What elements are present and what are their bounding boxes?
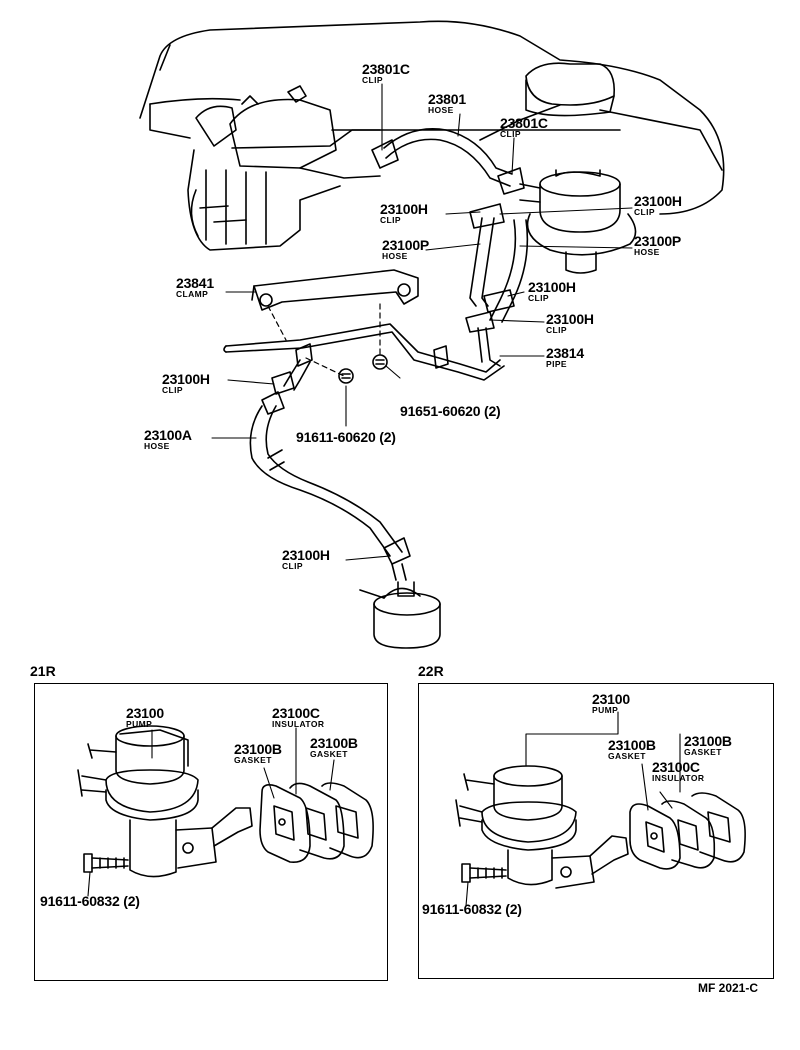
- part-number: 23100B: [234, 741, 282, 757]
- callout-hose-23100p-left: 23100P HOSE: [382, 238, 429, 261]
- part-description: INSULATOR: [652, 773, 705, 783]
- callout-21r-bolt: 91611-60832 (2): [40, 894, 140, 908]
- part-number: 23814: [546, 345, 584, 361]
- callout-clip-23100h-d: 23100H CLIP: [546, 312, 594, 335]
- callout-hose-23100p-right: 23100P HOSE: [634, 234, 681, 257]
- part-description: CLIP: [528, 293, 549, 303]
- part-description: HOSE: [144, 441, 170, 451]
- callout-22r-bolt: 91611-60832 (2): [422, 902, 522, 916]
- section-title-21r: 21R: [30, 663, 56, 679]
- part-number: 91611-60832 (2): [422, 901, 522, 917]
- part-description: CLIP: [162, 385, 183, 395]
- engine-assembly-outline: [139, 20, 725, 251]
- clamp-bracket: [251, 269, 419, 311]
- callout-22r-insulator: 23100C INSULATOR: [652, 760, 704, 783]
- callout-clamp-23841: 23841 CLAMP: [176, 276, 214, 299]
- part-description: PUMP: [126, 719, 153, 729]
- leader-lines: [211, 83, 633, 561]
- part-description: HOSE: [382, 251, 408, 261]
- part-description: CLIP: [634, 207, 655, 217]
- callout-bolt-91611-60620: 91611-60620 (2): [296, 430, 396, 444]
- part-number: 91611-60620 (2): [296, 429, 396, 445]
- callout-21r-gasket-a: 23100B GASKET: [234, 742, 282, 765]
- callout-clip-23100h-e: 23100H CLIP: [162, 372, 210, 395]
- part-number: 91651-60620 (2): [400, 403, 501, 419]
- pump-22r-drawing: [455, 765, 629, 889]
- part-number: 23100H: [546, 311, 594, 327]
- part-number: 23100H: [162, 371, 210, 387]
- part-number: 23100H: [634, 193, 682, 209]
- callout-clip-23801c-left: 23801C CLIP: [362, 62, 410, 85]
- part-number: 91611-60832 (2): [40, 893, 140, 909]
- callout-21r-gasket-b: 23100B GASKET: [310, 736, 358, 759]
- bolt-symbols: [338, 354, 388, 384]
- fuel-pipe: [223, 323, 505, 391]
- part-number: 23100B: [608, 737, 656, 753]
- part-number: 23100C: [272, 705, 320, 721]
- part-number: 23100B: [684, 733, 732, 749]
- fuel-filter: [519, 169, 637, 274]
- lower-hose: [249, 391, 411, 581]
- mounting-guide-lines: [267, 303, 381, 377]
- part-number: 23100B: [310, 735, 358, 751]
- part-number: 23100H: [282, 547, 330, 563]
- pump-21r-drawing: [77, 725, 253, 878]
- callout-clip-23100h-c: 23100H CLIP: [528, 280, 576, 303]
- inline-filter: [359, 581, 441, 649]
- part-number: 23801: [428, 91, 466, 107]
- part-description: CLIP: [282, 561, 303, 571]
- lower-clip: [271, 371, 295, 395]
- leaders-22r: [465, 711, 681, 907]
- callout-21r-insulator: 23100C INSULATOR: [272, 706, 324, 729]
- part-description: HOSE: [634, 247, 660, 257]
- callout-22r-gasket-a: 23100B GASKET: [608, 738, 656, 761]
- part-number: 23100P: [382, 237, 430, 253]
- callout-clip-23100h-a: 23100H CLIP: [380, 202, 428, 225]
- callout-clip-23100h-f: 23100H CLIP: [282, 548, 330, 571]
- part-description: GASKET: [684, 747, 722, 757]
- part-description: CLIP: [500, 129, 521, 139]
- section-title-22r: 22R: [418, 663, 444, 679]
- part-number: 23100H: [528, 279, 576, 295]
- vertical-hoses: [465, 203, 529, 333]
- figure-code: MF 2021-C: [698, 981, 759, 995]
- callout-clip-23801c-right: 23801C CLIP: [500, 116, 548, 139]
- part-number: 23100: [126, 705, 164, 721]
- leaders-21r: [87, 727, 335, 897]
- part-description: CLIP: [546, 325, 567, 335]
- section-box-21r: [34, 683, 388, 981]
- part-description: CLIP: [380, 215, 401, 225]
- part-number: 23100H: [380, 201, 428, 217]
- part-number: 23841: [176, 275, 214, 291]
- part-description: INSULATOR: [272, 719, 325, 729]
- callout-bolt-91651: 91651-60620 (2): [400, 404, 501, 418]
- callout-22r-gasket-b: 23100B GASKET: [684, 734, 732, 757]
- callout-clip-23100h-b: 23100H CLIP: [634, 194, 682, 217]
- callout-22r-pump: 23100 PUMP: [592, 692, 630, 715]
- callout-21r-pump: 23100 PUMP: [126, 706, 164, 729]
- part-number: 23100C: [652, 759, 700, 775]
- part-description: CLAMP: [176, 289, 209, 299]
- part-description: GASKET: [608, 751, 646, 761]
- part-description: GASKET: [310, 749, 348, 759]
- part-number: 23100: [592, 691, 630, 707]
- part-description: GASKET: [234, 755, 272, 765]
- part-number: 23100A: [144, 427, 192, 443]
- part-number: 23801C: [500, 115, 548, 131]
- part-description: PIPE: [546, 359, 567, 369]
- callout-hose-23100a: 23100A HOSE: [144, 428, 192, 451]
- part-description: CLIP: [362, 75, 383, 85]
- gaskets-22r-drawing: [629, 792, 746, 870]
- part-description: HOSE: [428, 105, 454, 115]
- callout-pipe-23814: 23814 PIPE: [546, 346, 584, 369]
- part-number: 23100P: [634, 233, 682, 249]
- callout-hose-23801: 23801 HOSE: [428, 92, 466, 115]
- section-box-22r: [418, 683, 774, 979]
- part-number: 23801C: [362, 61, 410, 77]
- part-description: PUMP: [592, 705, 619, 715]
